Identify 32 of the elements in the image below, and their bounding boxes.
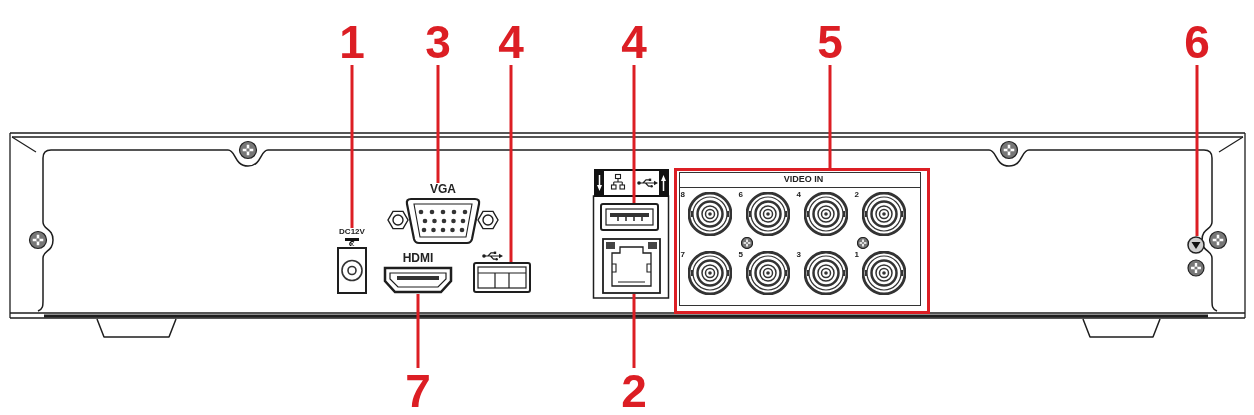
leader-line [1195, 65, 1199, 236]
leader-line [350, 65, 354, 228]
ethernet-port-icon [602, 238, 661, 294]
panel-label: VIDEO IN [782, 175, 825, 184]
port-label: VGA [429, 183, 457, 195]
port-number: 8 [680, 190, 685, 199]
ground-screw-icon [1187, 236, 1205, 254]
callout-number: 4 [497, 19, 525, 65]
callout-number: 2 [620, 368, 648, 414]
leader-line [632, 294, 636, 368]
leader-line [632, 65, 636, 203]
leader-line [416, 294, 420, 368]
port-number: 1 [854, 250, 859, 259]
port-label: HDMI [401, 252, 435, 264]
callout-number: 3 [424, 19, 452, 65]
callout-number: 4 [620, 19, 648, 65]
port-number: 6 [738, 190, 743, 199]
port-number: 4 [796, 190, 801, 199]
port-label: DC12V [338, 228, 366, 236]
leader-line [828, 65, 832, 168]
port-number: 3 [796, 250, 801, 259]
usb-port-icon [473, 262, 531, 293]
leader-line [509, 65, 513, 262]
leader-line [436, 65, 440, 183]
callout-number: 7 [404, 368, 432, 414]
callout-number: 5 [816, 19, 844, 65]
port-number: 2 [854, 190, 859, 199]
callout-number: 1 [338, 19, 366, 65]
callout-number: 6 [1183, 19, 1211, 65]
port-number: 5 [738, 250, 743, 259]
port-number: 7 [680, 250, 685, 259]
usb-port-icon [600, 203, 659, 231]
